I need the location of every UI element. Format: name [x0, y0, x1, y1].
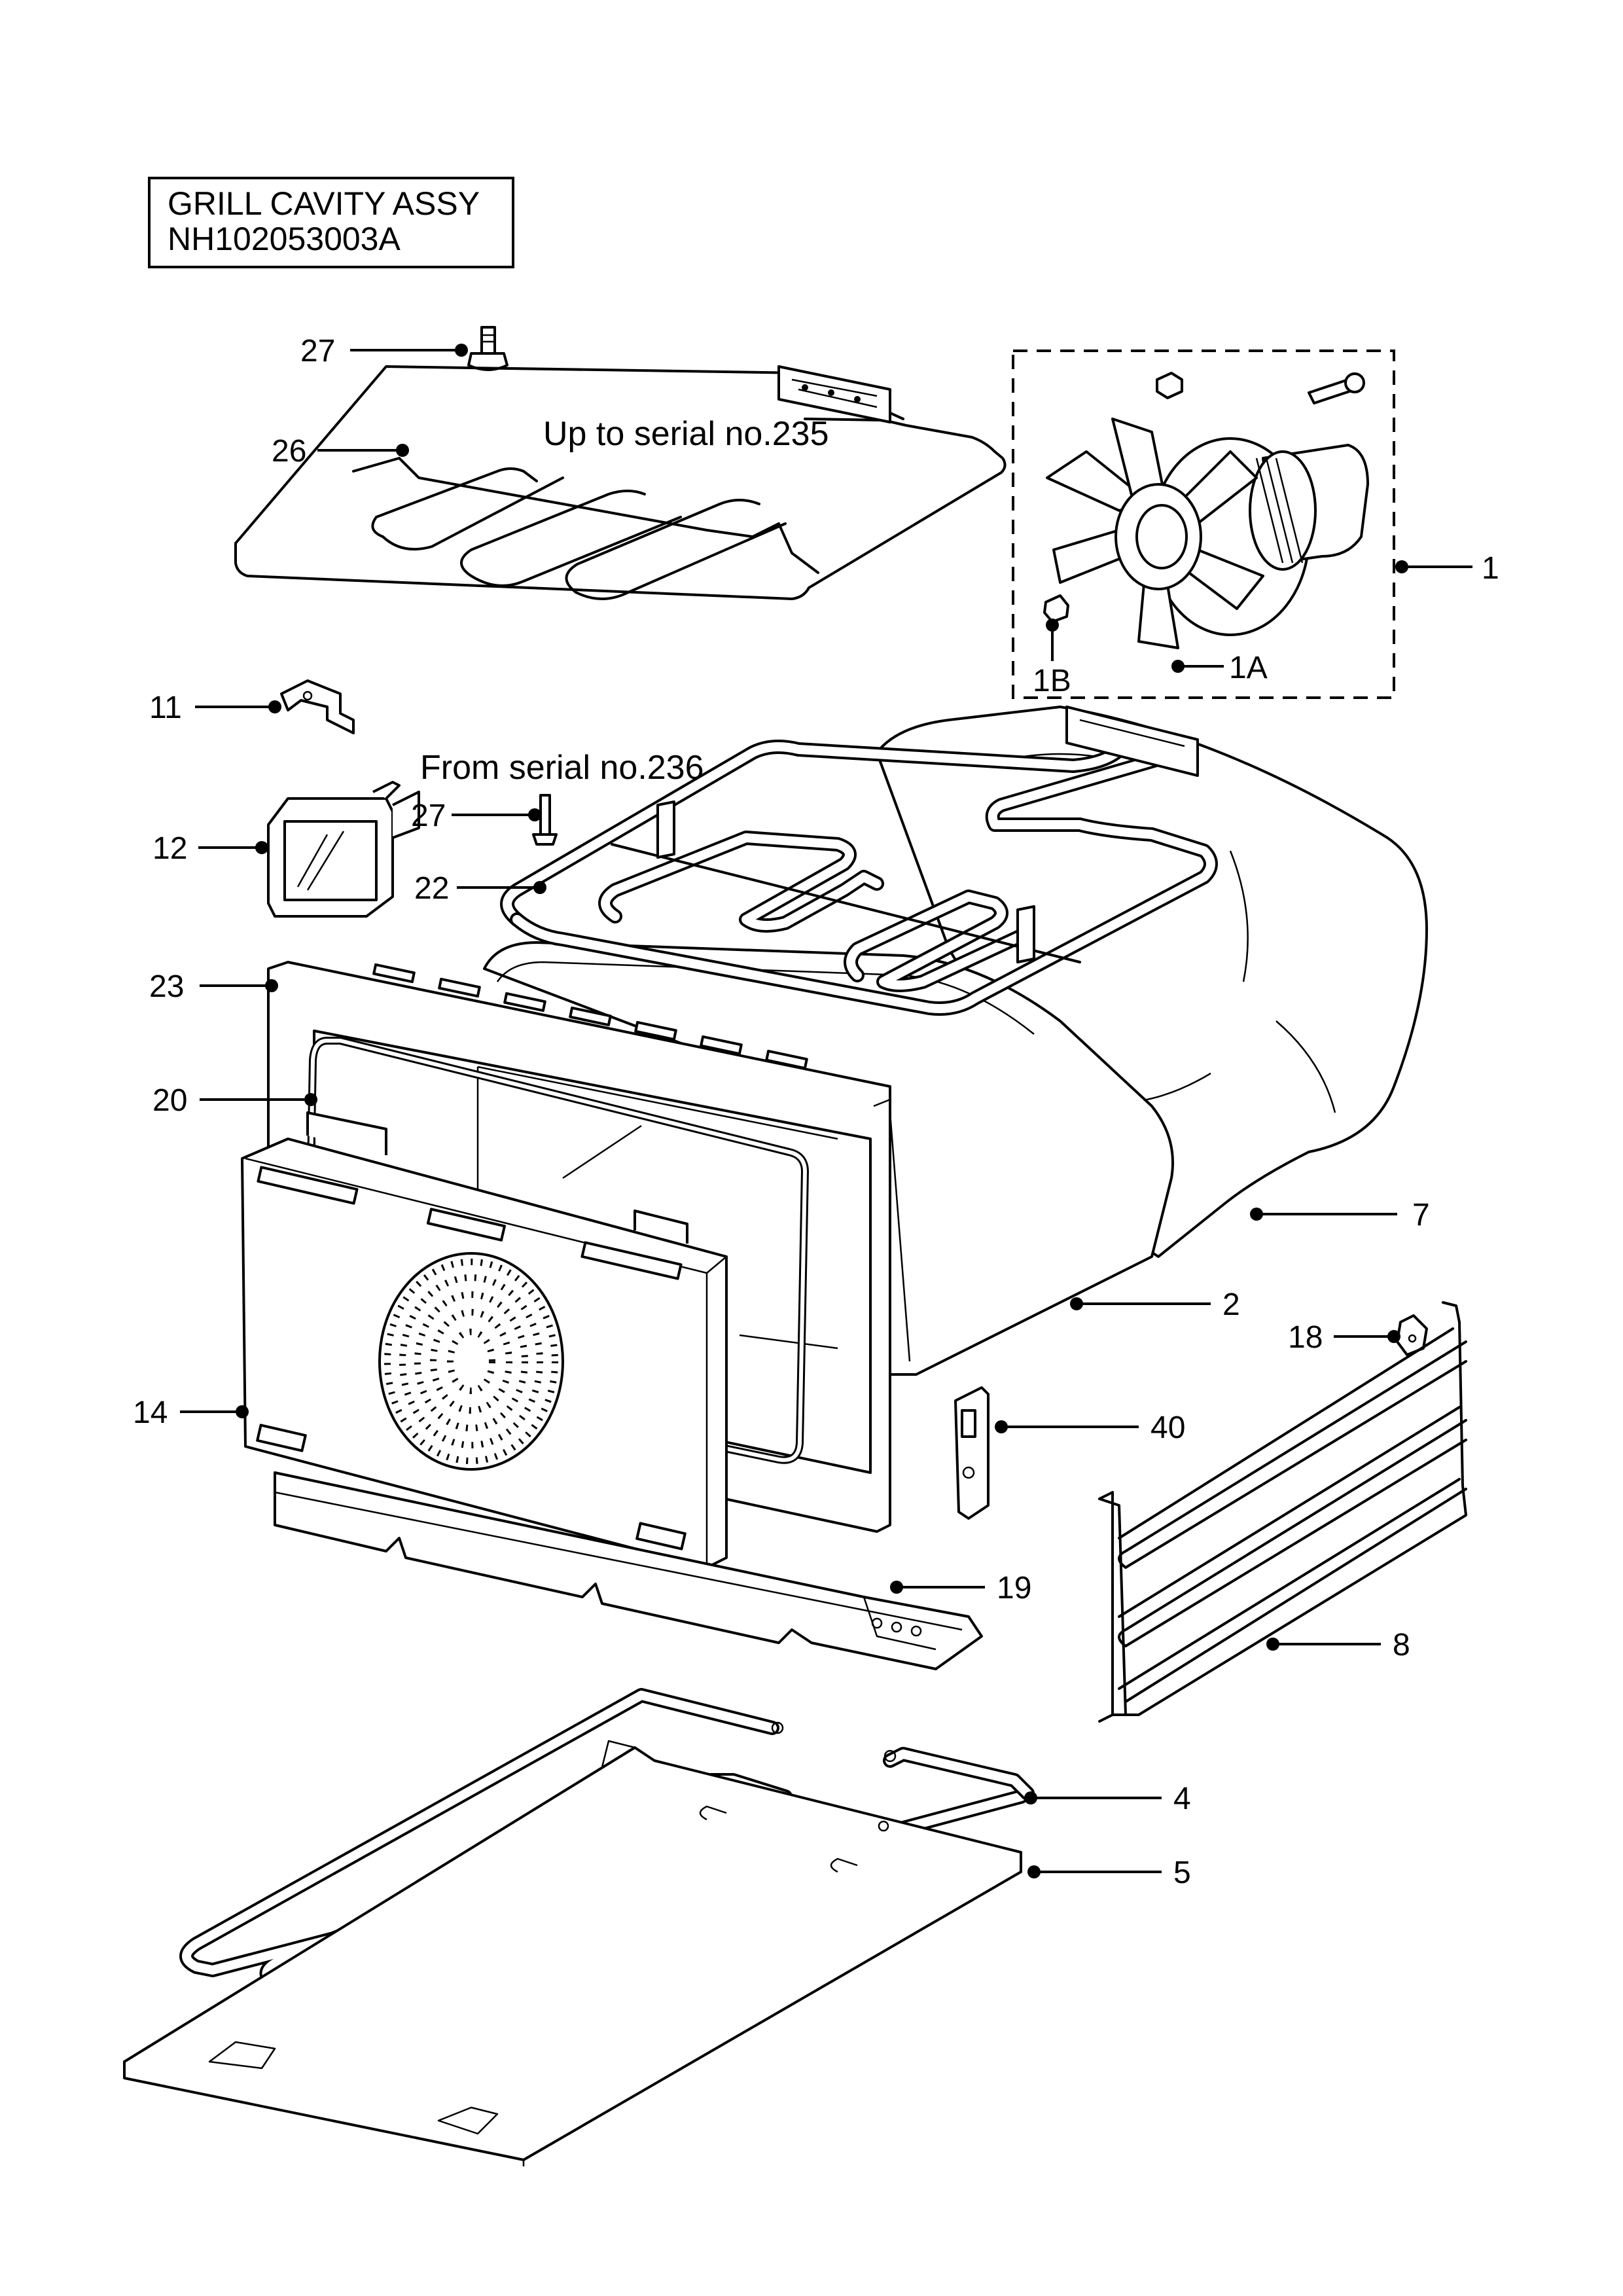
note-from-serial: From serial no.236: [420, 749, 704, 787]
callout-27-top: 27: [300, 334, 468, 368]
callout-14: 14: [133, 1395, 249, 1430]
callout-label-19: 19: [997, 1571, 1031, 1605]
callout-label-26: 26: [272, 434, 306, 469]
note-upto-serial: Up to serial no.235: [543, 415, 829, 453]
callout-label-4: 4: [1173, 1782, 1191, 1816]
part-2-oven-cavity: [483, 941, 1174, 1376]
part-40-switch: [954, 1386, 990, 1520]
callout-5: 5: [1027, 1856, 1191, 1890]
title-box: GRILL CAVITY ASSY NH102053003A: [148, 177, 514, 268]
callout-26: 26: [272, 434, 409, 469]
callout-label-1b: 1B: [1033, 664, 1071, 698]
callout-label-40: 40: [1150, 1410, 1185, 1445]
callout-label-1a: 1A: [1229, 651, 1268, 685]
part-12-lamp: [267, 781, 420, 918]
callout-label-18: 18: [1288, 1320, 1323, 1355]
callout-label-5: 5: [1173, 1856, 1191, 1890]
title-line-1: GRILL CAVITY ASSY: [168, 185, 480, 222]
callout-label-23: 23: [149, 969, 184, 1004]
part-1-fan-motor-assembly: [1012, 350, 1395, 699]
callout-11: 11: [149, 691, 281, 725]
title-line-2: NH102053003A: [168, 221, 401, 257]
callout-label-11: 11: [149, 691, 182, 725]
part-27-knob: [467, 326, 508, 371]
callout-20: 20: [152, 1083, 317, 1118]
part-22-grill-element: [500, 706, 1218, 1016]
callout-label-27: 27: [300, 334, 335, 368]
callout-label-27b: 27: [411, 798, 446, 833]
part-5-base-plate: [123, 1740, 1022, 2166]
callout-label-14: 14: [133, 1395, 168, 1430]
callout-8: 8: [1266, 1628, 1410, 1662]
callout-40: 40: [995, 1410, 1185, 1445]
part-26-grill-element: [234, 365, 1007, 600]
callout-label-12: 12: [152, 831, 187, 866]
callout-label-8: 8: [1393, 1628, 1410, 1662]
callout-label-7: 7: [1412, 1198, 1430, 1232]
part-11-bracket: [280, 679, 355, 734]
callout-1a: 1A: [1171, 651, 1268, 685]
callout-22: 22: [414, 871, 546, 906]
callout-2: 2: [1070, 1287, 1240, 1322]
callout-1: 1: [1395, 551, 1499, 586]
callout-18: 18: [1288, 1320, 1400, 1355]
callout-27-pin: 27: [411, 798, 541, 833]
callout-1b: 1B: [1033, 619, 1071, 698]
callout-19: 19: [890, 1571, 1031, 1605]
callout-12: 12: [152, 831, 268, 866]
callout-label-1: 1: [1482, 551, 1499, 586]
callout-7: 7: [1250, 1198, 1430, 1232]
part-19-bottom-rail: [274, 1471, 983, 1670]
part-8-shelf-runner: [1098, 1301, 1467, 1723]
callout-4: 4: [1024, 1782, 1191, 1816]
part-20-door-seal: [304, 1037, 809, 1464]
callout-label-22: 22: [414, 871, 449, 906]
callout-label-20: 20: [152, 1083, 187, 1118]
callout-label-2: 2: [1222, 1287, 1240, 1322]
part-14-fan-cover: [241, 1111, 728, 1569]
callout-23: 23: [149, 969, 278, 1004]
